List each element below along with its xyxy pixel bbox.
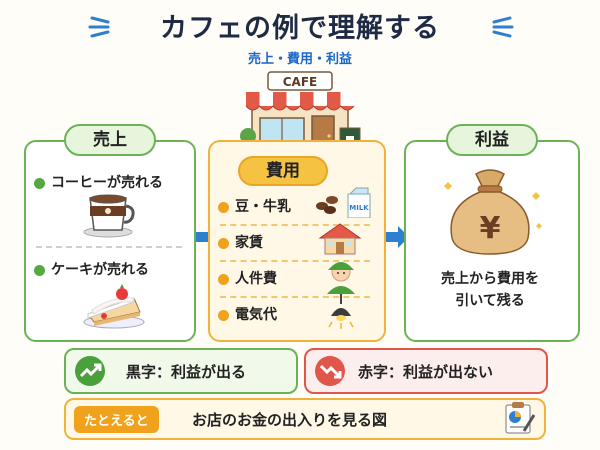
orange-bullet-icon bbox=[218, 201, 229, 213]
cost-item-beans-milk: 豆・牛乳 bbox=[218, 196, 291, 216]
yen-symbol: ¥ bbox=[480, 211, 501, 246]
ceiling-lamp-icon bbox=[328, 294, 354, 329]
red-figure-text: 赤字：利益が出ない bbox=[358, 363, 494, 381]
cost-divider bbox=[220, 260, 370, 262]
money-bag-icon: ¥ bbox=[444, 169, 542, 255]
footer-text: お店のお金の出入りを見る図 bbox=[192, 411, 388, 429]
beans-milk-icon: MILK bbox=[316, 187, 371, 218]
coffee-cup-icon bbox=[83, 194, 135, 238]
sales-item-cake: ケーキが売れる bbox=[34, 259, 149, 279]
cost-item-rent: 家賃 bbox=[218, 232, 263, 252]
red-figure-box: 赤字：利益が出ない bbox=[304, 348, 548, 394]
right-sparkle-icon bbox=[492, 16, 514, 38]
page-title: カフェの例で理解する bbox=[160, 13, 440, 44]
cafe-sign: CAFE bbox=[283, 75, 318, 89]
black-figure-box: 黒字：利益が出る bbox=[64, 348, 298, 394]
cost-divider bbox=[220, 224, 370, 226]
trend-up-icon bbox=[75, 356, 105, 386]
right-arrow-icon bbox=[386, 226, 409, 248]
cost-divider bbox=[220, 296, 370, 298]
orange-bullet-icon bbox=[218, 309, 229, 321]
left-sparkle-icon bbox=[88, 16, 110, 38]
cake-icon bbox=[83, 284, 145, 329]
footer-badge: たとえると bbox=[74, 406, 159, 433]
orange-bullet-icon bbox=[218, 237, 229, 249]
green-bullet-icon bbox=[34, 177, 45, 189]
house-icon bbox=[318, 223, 362, 255]
profit-description: 売上から費用を 引いて残る bbox=[441, 271, 539, 309]
black-figure-text: 黒字：利益が出る bbox=[126, 363, 247, 381]
trend-down-icon bbox=[315, 356, 345, 386]
cost-item-electricity: 電気代 bbox=[218, 304, 277, 324]
green-bullet-icon bbox=[34, 264, 45, 276]
sales-divider bbox=[36, 246, 182, 248]
staff-person-icon bbox=[327, 262, 355, 294]
cafe-storefront-icon: CAFE bbox=[240, 71, 361, 155]
orange-bullet-icon bbox=[218, 273, 229, 285]
cost-item-labor: 人件費 bbox=[218, 268, 277, 288]
milk-label: MILK bbox=[349, 204, 369, 212]
sales-heading: 売上 bbox=[64, 124, 156, 156]
clipboard-chart-icon bbox=[505, 402, 536, 434]
subtitle: 売上・費用・利益 bbox=[247, 52, 352, 67]
profit-heading: 利益 bbox=[446, 124, 538, 156]
footer-box: たとえると お店のお金の出入りを見る図 bbox=[64, 398, 546, 440]
sales-item-coffee: コーヒーが売れる bbox=[34, 172, 163, 192]
costs-heading: 費用 bbox=[238, 156, 328, 186]
